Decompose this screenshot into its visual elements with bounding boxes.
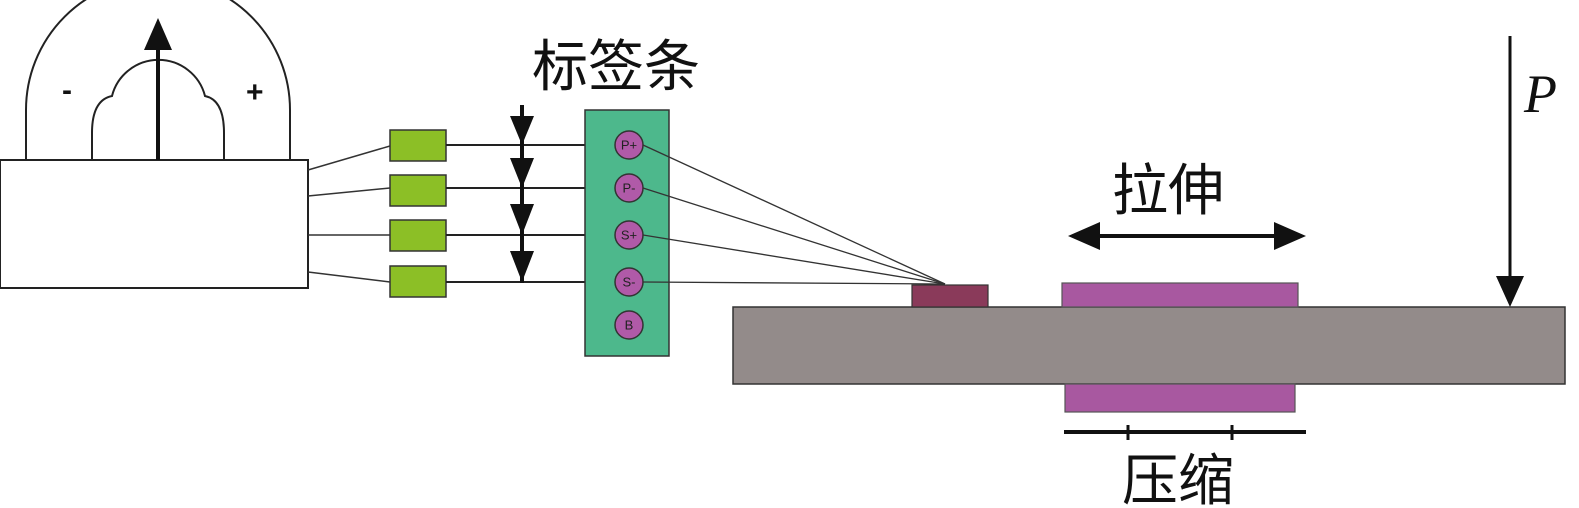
beam bbox=[732, 306, 1566, 385]
label-tension: 拉伸 bbox=[1112, 159, 1224, 224]
resistors bbox=[389, 129, 447, 298]
pin-b: B bbox=[614, 310, 644, 340]
arrowhead bbox=[510, 251, 534, 282]
pin-s-minus: S- bbox=[614, 267, 644, 297]
label-strip: 标签条 bbox=[532, 35, 700, 100]
arrowhead bbox=[510, 116, 534, 145]
label-force: P bbox=[1523, 64, 1557, 124]
tension-pad bbox=[1061, 282, 1299, 308]
meter-minus-label: - bbox=[62, 74, 72, 107]
resistor bbox=[389, 129, 447, 162]
meter: - + bbox=[0, 0, 309, 289]
svg-text:P+: P+ bbox=[621, 138, 637, 153]
force-arrow bbox=[1496, 36, 1524, 307]
pin-p-minus: P- bbox=[614, 173, 644, 203]
resistor bbox=[389, 174, 447, 207]
resistor bbox=[389, 265, 447, 298]
meter-needle-arrowhead bbox=[144, 18, 172, 50]
gauge-wires bbox=[642, 144, 946, 285]
meter-wires bbox=[307, 145, 391, 283]
meter-plus-label: + bbox=[246, 76, 264, 109]
tension-arrow bbox=[1068, 222, 1306, 250]
resistor bbox=[389, 219, 447, 252]
connection-arrows bbox=[510, 105, 534, 283]
svg-text:B: B bbox=[625, 318, 634, 333]
pin-s-plus: S+ bbox=[614, 220, 644, 250]
arrowhead bbox=[510, 158, 534, 188]
label-compression: 压缩 bbox=[1122, 449, 1234, 508]
arrowhead bbox=[510, 204, 534, 235]
svg-text:S-: S- bbox=[623, 275, 636, 290]
strain-gauge bbox=[911, 284, 989, 308]
compression-pad bbox=[1064, 383, 1296, 413]
terminal-pins: P+ P- S+ S- B bbox=[614, 130, 644, 340]
svg-text:P-: P- bbox=[623, 181, 636, 196]
compression-marker bbox=[1064, 425, 1306, 440]
meter-body bbox=[0, 159, 309, 289]
svg-text:S+: S+ bbox=[621, 228, 637, 243]
pin-p-plus: P+ bbox=[614, 130, 644, 160]
